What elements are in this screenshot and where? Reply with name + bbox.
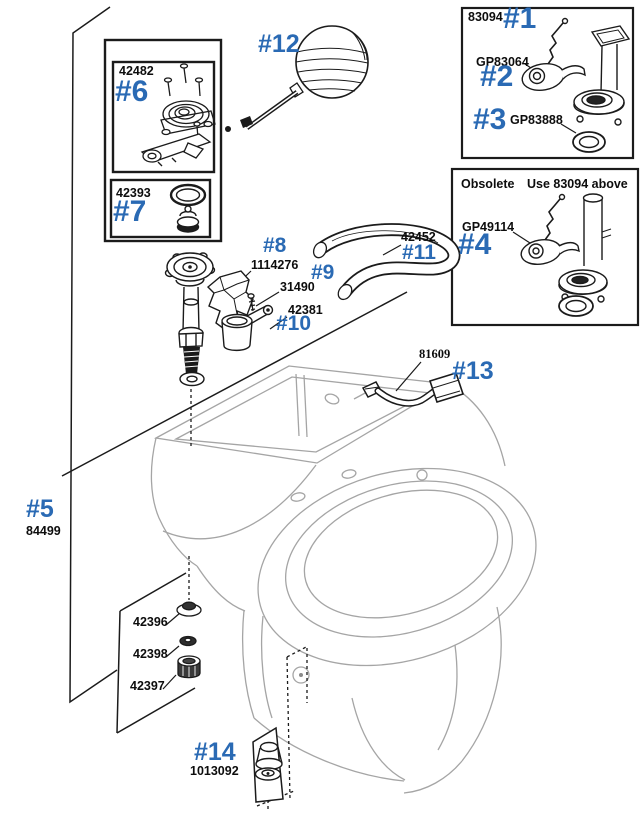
callout-12: #12	[258, 30, 300, 58]
part-number-42393: 42393	[116, 186, 151, 200]
bolt-cap-kit-drawing	[252, 726, 284, 803]
tank-leader-line	[61, 291, 408, 477]
tank-panel-outline	[69, 6, 118, 704]
trip-lever-drawing	[140, 63, 216, 167]
flush-tube-drawing	[312, 223, 461, 301]
part-number-42482: 42482	[119, 64, 154, 78]
callout-9: #9	[311, 261, 335, 284]
callout-1: #1	[503, 2, 537, 35]
part-number-42398: 42398	[133, 647, 168, 661]
part-number-42397: 42397	[130, 679, 165, 693]
part-number-gp83064: GP83064	[476, 55, 529, 69]
float-cup-drawing	[221, 304, 274, 352]
float-ball-drawing	[225, 25, 369, 132]
callout-8: #8	[263, 234, 287, 257]
obsolete-note: Obsolete	[461, 177, 515, 191]
part-number-1013092: 1013092	[190, 764, 239, 778]
callout-7: #7	[113, 195, 147, 228]
callout-13: #13	[452, 357, 494, 385]
replacement-flush-valve-drawing	[521, 17, 631, 153]
part-number-81609: 81609	[419, 347, 451, 361]
toilet-drawing	[150, 365, 537, 794]
callout-2: #2	[480, 60, 514, 93]
callout-3: #3	[473, 103, 507, 136]
obsolete-flush-valve-drawing	[520, 193, 612, 317]
fill-valve-drawing	[164, 252, 216, 387]
screw-drawing	[247, 293, 256, 312]
part-number-gp83888: GP83888	[510, 113, 563, 127]
callout-5: #5	[26, 495, 54, 523]
part-number-84499: 84499	[26, 524, 61, 538]
part-number-42396: 42396	[133, 615, 168, 629]
part-number-gp49114: GP49114	[462, 220, 515, 234]
tank-gasket-drawing	[169, 183, 207, 233]
callout-11: #11	[402, 241, 436, 264]
tank-bolt-hardware-drawing	[176, 601, 202, 679]
part-number-83094: 83094	[468, 10, 503, 24]
use-83094-note: Use 83094 above	[527, 177, 628, 191]
trip-actuator-drawing	[361, 372, 465, 407]
callout-10: #10	[276, 312, 312, 335]
rod-end-ball	[225, 126, 231, 132]
callout-4: #4	[458, 228, 492, 261]
part-number-1114276: 1114276	[251, 258, 299, 272]
exploded-view-panels	[61, 6, 408, 734]
part-number-42452: 42452	[401, 230, 436, 244]
part-number-31490: 31490	[280, 280, 315, 294]
part-number-42381: 42381	[288, 303, 323, 317]
callout-14: #14	[194, 738, 236, 766]
callout-6: #6	[115, 75, 149, 108]
